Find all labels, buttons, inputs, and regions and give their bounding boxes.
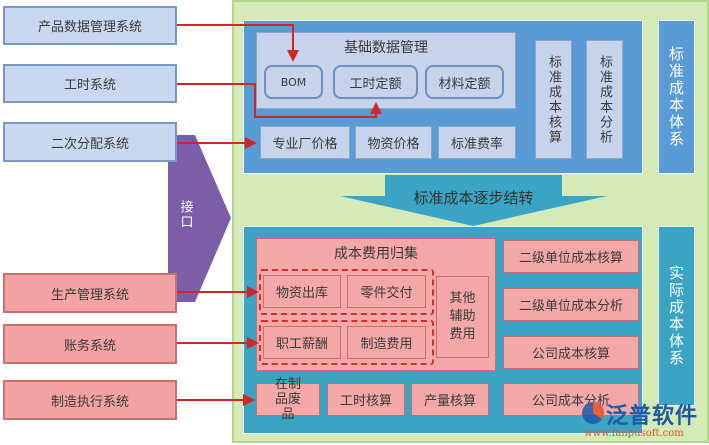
standard-cost-analysis[interactable]: 标准成本分析	[586, 40, 623, 159]
company-cost-accounting-item[interactable]: 公司成本核算	[503, 336, 639, 369]
standard-cost-accounting[interactable]: 标准成本核算	[535, 40, 572, 159]
work-hour-quota-item[interactable]: 工时定额	[333, 65, 418, 99]
system-product-data[interactable]: 产品数据管理系统	[3, 6, 177, 45]
manufacturing-cost-item[interactable]: 制造费用	[347, 326, 426, 359]
group2-dashed	[259, 320, 434, 365]
material-price-item[interactable]: 物资价格	[355, 126, 432, 159]
output-accounting-item[interactable]: 产量核算	[411, 383, 489, 416]
other-auxiliary-cost-item[interactable]: 其他辅助费用	[436, 276, 489, 358]
standard-rate-item[interactable]: 标准费率	[438, 126, 516, 159]
material-outbound-item[interactable]: 物资出库	[263, 275, 341, 308]
logo-name: 泛普软件	[606, 404, 699, 429]
system-production-management[interactable]: 生产管理系统	[3, 273, 177, 313]
bom-item[interactable]: BOM	[264, 65, 323, 99]
material-quota-item[interactable]: 材料定额	[425, 65, 504, 99]
basic-data-title: 基础数据管理	[344, 40, 428, 56]
system-secondary-allocation[interactable]: 二次分配系统	[3, 122, 177, 162]
staff-salary-item[interactable]: 职工薪酬	[263, 326, 341, 359]
actual-cost-system-label: 实际成本体系	[658, 226, 695, 406]
logo: 泛普软件 www.fanpusoft.com	[580, 398, 708, 444]
group1-dashed	[259, 269, 434, 315]
system-accounting[interactable]: 账务系统	[3, 324, 177, 364]
interface-label: 接口	[177, 200, 193, 230]
system-work-hours[interactable]: 工时系统	[3, 64, 177, 103]
unit-cost-accounting-item[interactable]: 二级单位成本核算	[503, 240, 639, 273]
logo-mark-icon	[582, 402, 604, 424]
transfer-label: 标准成本逐步结转	[413, 188, 534, 207]
factory-price-item[interactable]: 专业厂价格	[260, 126, 350, 159]
parts-delivery-item[interactable]: 零件交付	[347, 275, 426, 308]
work-hour-accounting-item[interactable]: 工时核算	[327, 383, 405, 416]
standard-cost-system-label: 标准成本体系	[658, 20, 695, 174]
system-manufacturing-execution[interactable]: 制造执行系统	[3, 380, 177, 420]
logo-url: www.fanpusoft.com	[584, 428, 684, 439]
company-cost-analysis-item[interactable]: 公司成本分析	[503, 383, 639, 416]
arrow-product-to-bom	[177, 24, 299, 62]
cost-collection-title: 成本费用归集	[334, 246, 418, 262]
arrow-workhours-to-quota	[177, 83, 382, 118]
unit-cost-analysis-item[interactable]: 二级单位成本分析	[503, 288, 639, 321]
